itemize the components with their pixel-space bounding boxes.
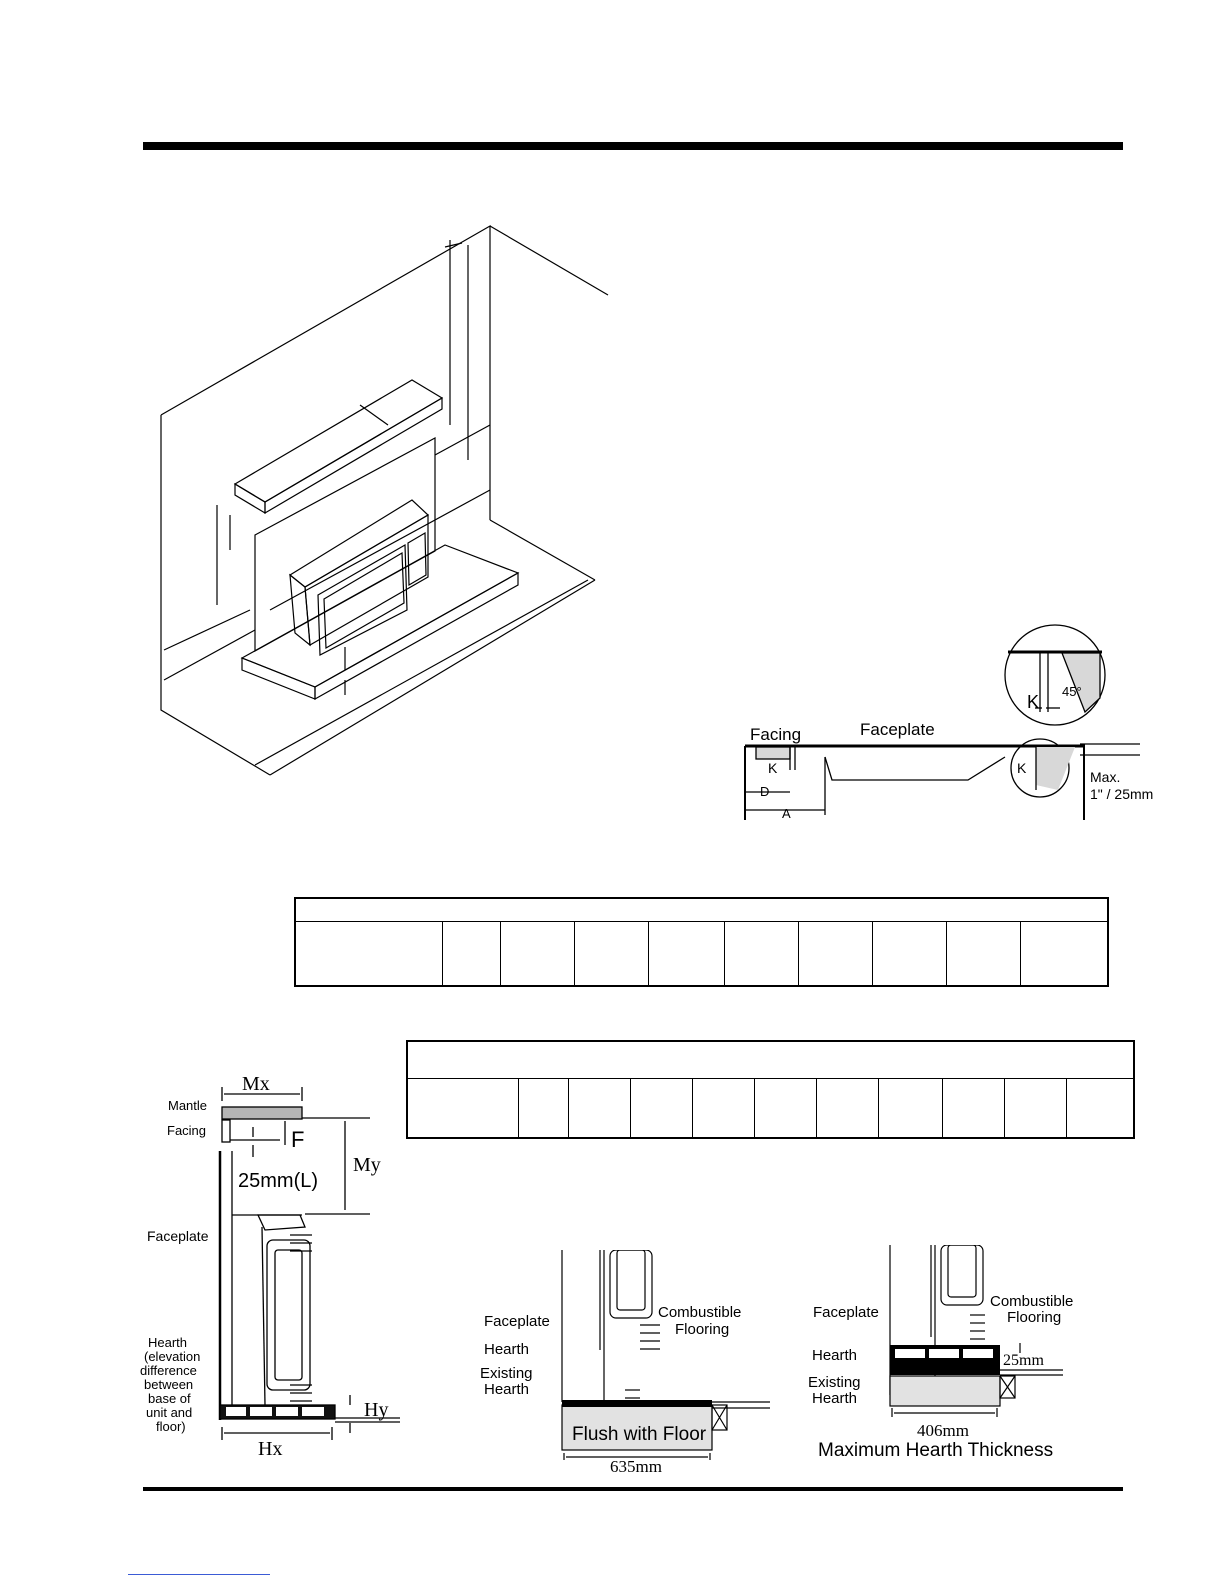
max-thickness-label: 25mm	[1003, 1352, 1044, 1369]
table-2-divider	[754, 1078, 755, 1137]
faceplate-side-label: Faceplate	[147, 1228, 209, 1244]
hearth-label-line: difference	[140, 1363, 197, 1378]
table-2-divider	[1066, 1078, 1067, 1137]
table-1-divider	[798, 921, 799, 985]
hy-label: Hy	[364, 1399, 388, 1421]
hx-label: Hx	[258, 1438, 282, 1460]
k-main-label: K	[768, 760, 778, 776]
max-hearth-thickness-diagram: Faceplate Hearth Existing Hearth Combust…	[808, 1245, 1073, 1440]
flush-flooring-line: Flooring	[675, 1321, 729, 1338]
hearth-label-line: (elevation	[144, 1349, 200, 1364]
mantle-label: Mantle	[168, 1098, 207, 1113]
faceplate-label: Faceplate	[860, 720, 935, 739]
max-flooring-line: Combustible	[990, 1293, 1073, 1310]
max-existing-line: Hearth	[812, 1390, 857, 1407]
max-label-line1: Max.	[1090, 769, 1120, 785]
offset-label: 25mm(L)	[238, 1170, 318, 1192]
table-2-divider	[816, 1078, 817, 1137]
flush-flooring-line: Combustible	[658, 1304, 741, 1321]
flush-width-label: 635mm	[610, 1457, 662, 1475]
facing-label: Facing	[750, 725, 801, 744]
k-zoom-label: K	[1027, 692, 1039, 712]
max-existing-line: Existing	[808, 1374, 861, 1391]
max-width-label: 406mm	[917, 1421, 969, 1440]
table-2-divider	[568, 1078, 569, 1137]
hearth-label-line: Hearth	[148, 1335, 187, 1350]
table-2-divider	[518, 1078, 519, 1137]
table-2-divider	[942, 1078, 943, 1137]
my-label: My	[353, 1154, 381, 1176]
table-1-divider	[946, 921, 947, 985]
flush-hearth-bar	[562, 1400, 712, 1407]
table-1-divider	[872, 921, 873, 985]
flush-existing-line: Existing	[480, 1365, 533, 1382]
table-1-header-row	[296, 899, 1107, 922]
k-circle-label: K	[1017, 760, 1027, 776]
angle-label: 45°	[1062, 684, 1082, 699]
side-view-diagram: Mx Mantle Facing F My 25mm(L) Faceplate …	[140, 1073, 400, 1460]
table-2-divider	[692, 1078, 693, 1137]
table-1-divider	[574, 921, 575, 985]
clearance-table-2	[406, 1040, 1135, 1139]
flush-with-floor-diagram: Faceplate Hearth Existing Hearth Combust…	[480, 1250, 770, 1475]
table-2-divider	[630, 1078, 631, 1137]
table-2-divider	[1004, 1078, 1005, 1137]
table-1-divider	[724, 921, 725, 985]
footer-link-underline[interactable]	[128, 1574, 270, 1575]
facing-side-label: Facing	[167, 1123, 206, 1138]
max-faceplate-label: Faceplate	[813, 1304, 879, 1321]
table-2-divider	[878, 1078, 879, 1137]
hearth-label-line: between	[144, 1377, 193, 1392]
table-1-divider	[1020, 921, 1021, 985]
f-label: F	[291, 1127, 304, 1152]
isometric-fireplace-diagram	[160, 224, 609, 776]
d-label: D	[760, 784, 769, 799]
hearth-label-line: unit and	[146, 1405, 192, 1420]
max-label-line2: 1" / 25mm	[1090, 786, 1153, 802]
bottom-rule	[143, 1487, 1123, 1491]
top-rule	[143, 142, 1123, 150]
flush-existing-line: Hearth	[484, 1381, 529, 1398]
hearth-label-line: floor)	[156, 1419, 186, 1434]
mx-label: Mx	[242, 1073, 270, 1095]
max-hearth-label: Hearth	[812, 1347, 857, 1364]
table-2-header-row	[408, 1042, 1133, 1079]
table-1-divider	[648, 921, 649, 985]
hearth-label-line: base of	[148, 1391, 191, 1406]
facing-detail-diagram: K 45° Facing Faceplate K K D A Max. 1" /…	[744, 624, 1153, 821]
flush-hearth-label: Hearth	[484, 1341, 529, 1358]
table-1-divider	[442, 921, 443, 985]
flush-faceplate-label: Faceplate	[484, 1313, 550, 1330]
table-1-divider	[500, 921, 501, 985]
a-label: A	[782, 806, 791, 821]
max-caption: Maximum Hearth Thickness	[818, 1440, 1054, 1461]
max-flooring-line: Flooring	[1007, 1309, 1061, 1326]
clearance-table-1	[294, 897, 1109, 987]
flush-caption: Flush with Floor	[572, 1424, 707, 1445]
